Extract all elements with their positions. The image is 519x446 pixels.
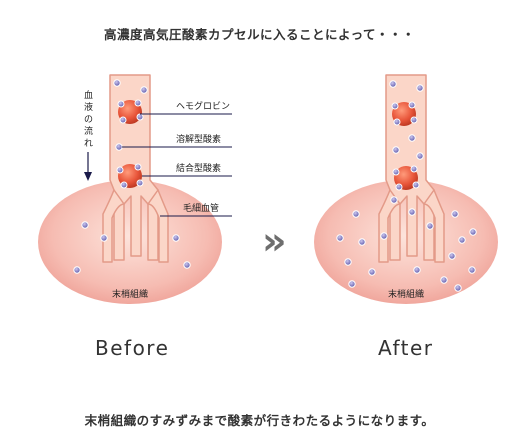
tissue-after [314, 180, 498, 304]
svg-text:れ: れ [84, 138, 93, 149]
label-dissolved-oxygen: 溶解型酸素 [176, 133, 221, 145]
heading: 高濃度高気圧酸素カプセルに入ることによって・・・ [103, 27, 415, 42]
before-panel: ヘモグロビン 溶解型酸素 結合型酸素 毛細血管 末梢組織 血 液 の 流 れ [38, 74, 232, 304]
label-capillary: 毛細血管 [183, 202, 219, 214]
svg-text:液: 液 [84, 101, 93, 113]
svg-text:の: の [84, 115, 93, 125]
caption-before: Before [95, 336, 170, 360]
leader-lines-before [122, 113, 232, 217]
blood-flow-arrow-icon [84, 152, 92, 181]
label-tissue-after: 末梢組織 [388, 288, 424, 300]
label-tissue-before: 末梢組織 [112, 288, 148, 300]
label-hemoglobin: ヘモグロビン [176, 100, 230, 112]
tissue-oxygen-after [336, 210, 477, 292]
capillary-branches-before [102, 189, 169, 263]
caption-after: After [378, 336, 434, 360]
svg-text:血: 血 [84, 89, 93, 101]
footer-text: 末梢組織のすみずみまで酸素が行きわたるようになります。 [84, 413, 435, 428]
tissue-before [38, 180, 222, 304]
transition-arrow-icon: » [262, 219, 287, 263]
hemoglobin-after-2 [392, 165, 420, 191]
hemoglobin-1 [117, 99, 144, 124]
label-bound-oxygen: 結合型酸素 [176, 162, 221, 174]
hemoglobin-2 [116, 163, 144, 189]
hemoglobin-after-1 [391, 101, 418, 126]
blood-flow-label: 血 液 の 流 れ [84, 89, 93, 149]
svg-text:流: 流 [84, 125, 93, 137]
dissolved-oxygen-before [113, 79, 148, 151]
after-panel: 末梢組織 [314, 74, 498, 304]
capillary-branches-after [378, 189, 445, 263]
tissue-oxygen-before [73, 221, 191, 274]
dissolved-oxygen-after [380, 80, 434, 240]
